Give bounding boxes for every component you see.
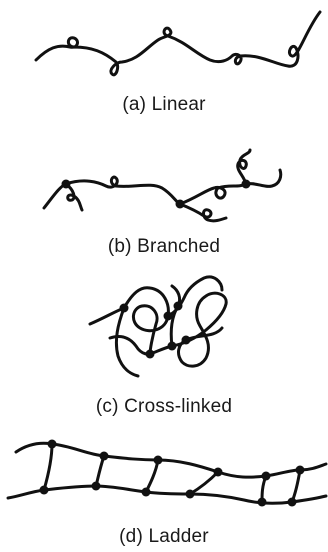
branch-3 [236, 148, 252, 186]
caption-linear: (a) Linear [122, 94, 206, 115]
ladder-junction [257, 497, 267, 507]
branch-point [175, 199, 185, 209]
ladder-junction [47, 439, 57, 449]
cross-link-point [181, 335, 191, 345]
cross-link-point [145, 349, 155, 359]
ladder-junction [213, 467, 223, 477]
ladder-rung [188, 470, 220, 496]
branch-4 [244, 168, 283, 188]
ladder-junction [99, 451, 109, 461]
ladder-rung [144, 458, 160, 494]
branched-backbone [42, 175, 248, 210]
branch-point [61, 179, 71, 189]
ladder-junction [39, 485, 49, 495]
ladder-polymer-diagram [6, 439, 328, 507]
ladder-junction [295, 465, 305, 475]
cross-link-point [119, 303, 129, 313]
crosslinked-chain-3 [114, 306, 140, 378]
caption-branched: (b) Branched [107, 236, 221, 257]
linear-polymer-diagram [34, 10, 322, 77]
cross-link-point [167, 341, 177, 351]
caption-cross-linked: (c) Cross-linked [95, 396, 233, 417]
branch-1 [64, 182, 84, 212]
branched-polymer-diagram [42, 148, 283, 223]
ladder-junction [91, 481, 101, 491]
crosslinked-chain-5 [169, 284, 182, 348]
cross-link-point [163, 311, 173, 321]
ladder-junction [287, 497, 297, 507]
branch-point [241, 179, 251, 189]
ladder-top-rail [14, 441, 328, 479]
ladder-rung [290, 468, 302, 504]
ladder-rung [94, 454, 106, 488]
ladder-rung [42, 442, 54, 492]
ladder-bottom-rail [6, 484, 328, 505]
linear-chain [34, 10, 322, 77]
ladder-junction [141, 487, 151, 497]
cross-link-point [173, 301, 183, 311]
ladder-junction [153, 455, 163, 465]
branch-2 [178, 202, 228, 223]
ladder-junction [185, 489, 195, 499]
ladder-junction [261, 471, 271, 481]
caption-ladder: (d) Ladder [119, 526, 209, 547]
crosslinked-chain-1 [88, 286, 170, 356]
cross-linked-polymer-diagram [88, 275, 228, 378]
